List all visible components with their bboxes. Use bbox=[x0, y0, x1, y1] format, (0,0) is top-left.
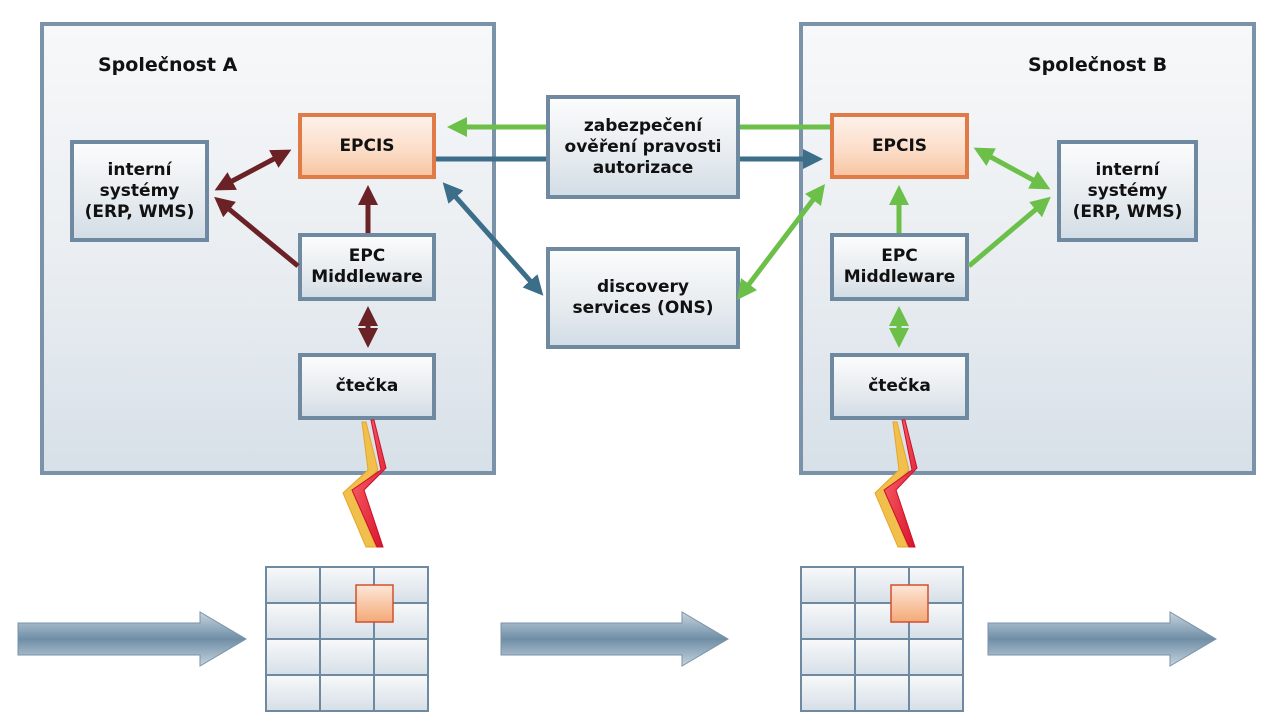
pallet-cell bbox=[319, 566, 375, 604]
company-b-middleware-box: EPC Middleware bbox=[830, 233, 969, 301]
pallet-cell bbox=[800, 602, 856, 640]
pallet-cell bbox=[854, 674, 910, 712]
pallet-cell bbox=[373, 566, 429, 604]
company-b-title: Společnost B bbox=[1028, 54, 1168, 76]
pallet-cell bbox=[800, 638, 856, 676]
pallet-cell bbox=[319, 674, 375, 712]
pallet-cell bbox=[854, 602, 910, 640]
pallet-cell bbox=[373, 674, 429, 712]
pallet-cell bbox=[319, 638, 375, 676]
flow-arrow-3-icon bbox=[987, 611, 1217, 667]
flow-arrow-2-icon bbox=[500, 611, 729, 667]
company-a-middleware-box: EPC Middleware bbox=[298, 233, 436, 301]
pallet-cell bbox=[800, 566, 856, 604]
company-a-title: Společnost A bbox=[98, 54, 238, 76]
security-services-box: zabezpečení ověření pravosti autorizace bbox=[546, 95, 740, 199]
rfid-tag-icon bbox=[890, 584, 929, 623]
company-b-reader-box: čtečka bbox=[830, 353, 969, 420]
company-b-epcis-box: EPCIS bbox=[830, 113, 969, 179]
flow-arrow-1-icon bbox=[17, 611, 247, 667]
pallet-cell bbox=[908, 674, 964, 712]
pallet-cell bbox=[908, 602, 964, 640]
pallet-cell bbox=[265, 674, 321, 712]
pallet-cell bbox=[854, 638, 910, 676]
pallet-cell bbox=[265, 566, 321, 604]
company-a-internal-systems-box: interní systémy (ERP, WMS) bbox=[70, 140, 209, 242]
pallet-cell bbox=[854, 566, 910, 604]
pallet-cell bbox=[265, 638, 321, 676]
pallet-grid-a-icon bbox=[265, 566, 429, 712]
pallet-cell bbox=[800, 674, 856, 712]
pallet-grid-b-icon bbox=[800, 566, 964, 712]
rfid-tag-icon bbox=[355, 584, 394, 623]
company-a-epcis-box: EPCIS bbox=[298, 113, 436, 179]
pallet-cell bbox=[265, 602, 321, 640]
discovery-services-box: discovery services (ONS) bbox=[546, 247, 740, 349]
pallet-cell bbox=[373, 638, 429, 676]
pallet-cell bbox=[319, 602, 375, 640]
pallet-cell bbox=[373, 602, 429, 640]
pallet-cell bbox=[908, 638, 964, 676]
company-a-reader-box: čtečka bbox=[298, 353, 436, 420]
pallet-cell bbox=[908, 566, 964, 604]
company-b-internal-systems-box: interní systémy (ERP, WMS) bbox=[1057, 140, 1198, 242]
